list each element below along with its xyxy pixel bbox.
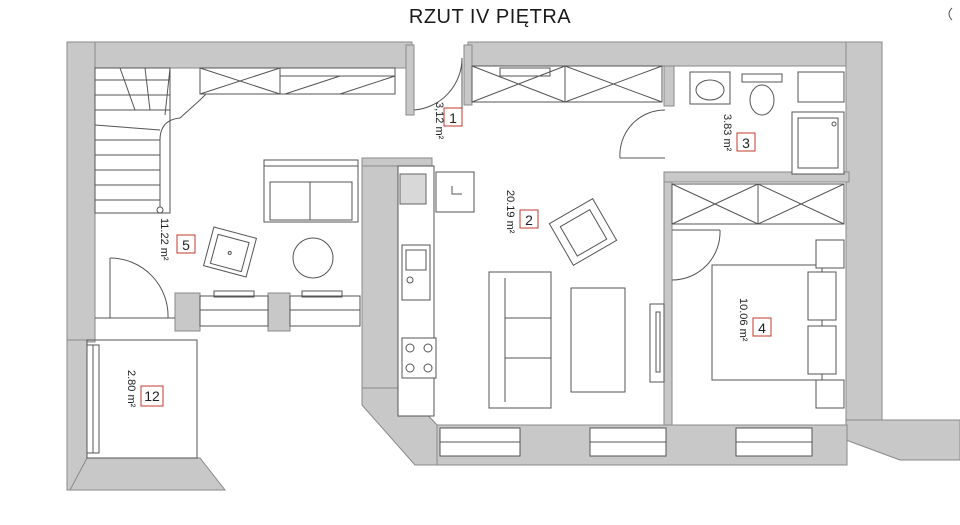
living-room-furniture bbox=[488, 198, 665, 409]
coffee-table bbox=[570, 287, 626, 393]
room-label-2: 2 20.19 m² bbox=[504, 190, 539, 234]
room-number-2: 2 bbox=[525, 212, 533, 228]
bathroom-fixtures bbox=[619, 71, 845, 175]
wall-left bbox=[66, 41, 96, 343]
entrance-door bbox=[405, 44, 473, 116]
sofa-small bbox=[263, 159, 359, 223]
sofa-large bbox=[488, 271, 552, 409]
wall-room5-bottom-mid bbox=[267, 292, 291, 332]
armchair-living bbox=[548, 198, 618, 266]
bath-shelf bbox=[797, 71, 845, 103]
cooktop bbox=[401, 337, 437, 379]
stairs bbox=[94, 67, 231, 214]
plan-title: RZUT IV PIĘTRA bbox=[408, 6, 572, 28]
wall-room4-left bbox=[663, 179, 673, 426]
room-label-1: 1 3,12 m² bbox=[433, 102, 463, 140]
room-number-5: 5 bbox=[182, 237, 190, 253]
room-number-4: 4 bbox=[758, 320, 766, 336]
oven bbox=[435, 171, 475, 213]
bedroom-wardrobe bbox=[671, 183, 845, 281]
room-number-3: 3 bbox=[742, 135, 750, 151]
balcony bbox=[86, 339, 198, 459]
wall-top-left bbox=[66, 41, 413, 69]
bed bbox=[711, 239, 845, 409]
edge-mark bbox=[948, 7, 953, 21]
wall-right-bottom bbox=[845, 419, 960, 461]
wall-bath-left bbox=[663, 65, 675, 107]
fridge bbox=[399, 173, 427, 205]
windows-bottom bbox=[439, 427, 813, 457]
kitchen bbox=[397, 165, 475, 417]
toilet-bowl bbox=[749, 84, 775, 116]
wall-internal-kitchen bbox=[361, 157, 399, 389]
room-area-12: 2.80 m² bbox=[125, 370, 137, 408]
wardrobe-top-left bbox=[199, 67, 396, 95]
room5-furniture bbox=[95, 159, 361, 327]
room-area-2: 20.19 m² bbox=[504, 190, 516, 234]
shower-tray bbox=[791, 111, 845, 175]
room-label-3: 3 3.83 m² bbox=[721, 114, 756, 152]
kitchen-sink bbox=[401, 244, 431, 301]
room-label-4: 4 10.06 m² bbox=[737, 298, 772, 342]
room-area-4: 10.06 m² bbox=[737, 298, 749, 342]
room-area-5: 11.22 m² bbox=[158, 218, 170, 261]
round-table bbox=[292, 237, 334, 279]
room-label-5: 5 11.22 m² bbox=[158, 218, 196, 261]
wall-room5-bottom bbox=[174, 292, 201, 332]
room-area-3: 3.83 m² bbox=[721, 114, 733, 152]
hall-cabinets bbox=[471, 65, 663, 103]
room-area-1: 3,12 m² bbox=[433, 102, 445, 140]
wall-right bbox=[845, 41, 883, 423]
room-number-1: 1 bbox=[449, 110, 457, 126]
room-label-12: 12 2.80 m² bbox=[125, 370, 164, 408]
wall-top-right bbox=[467, 41, 883, 67]
room-number-12: 12 bbox=[144, 388, 160, 404]
wall-room4-top bbox=[663, 171, 850, 183]
tv-cabinet bbox=[649, 303, 665, 383]
wall-bottom-balcony bbox=[69, 457, 227, 491]
toilet-tank bbox=[741, 73, 783, 83]
wall-internal-top bbox=[361, 157, 433, 167]
